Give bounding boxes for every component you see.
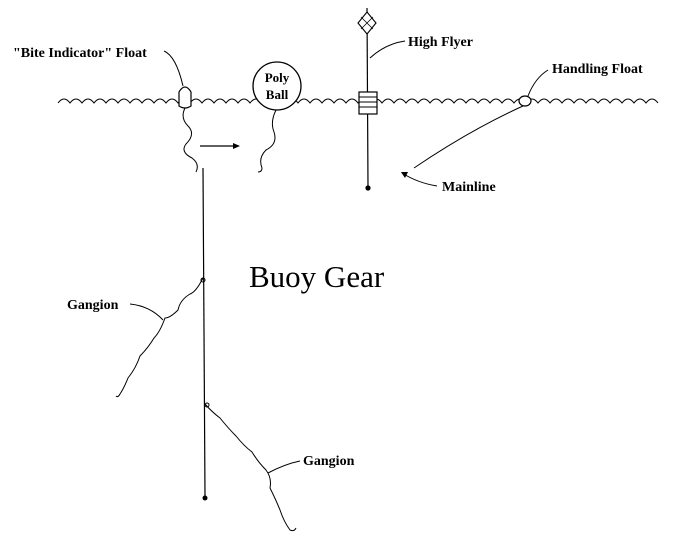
gangion-lower-snap [204, 402, 210, 408]
handling-float [518, 95, 532, 107]
high-flyer-label: High Flyer [408, 35, 473, 50]
poly-ball-label-line2: Ball [266, 87, 289, 102]
gangion-upper-label: Gangion [67, 298, 119, 313]
handling-float-pointer [527, 69, 549, 97]
high-flyer [357, 7, 378, 191]
gangion-lower-label: Gangion [303, 454, 355, 469]
bite-indicator-label: "Bite Indicator" Float [13, 46, 147, 61]
drift-arrow-icon [200, 143, 240, 149]
gangion-upper [115, 277, 204, 398]
handling-float-label: Handling Float [552, 62, 643, 77]
handling-float-line [413, 105, 524, 169]
water-surface [57, 98, 659, 104]
bite-indicator-pointer [163, 50, 184, 87]
mainline-weight [202, 495, 208, 501]
gangion-lower-pointer [267, 460, 301, 474]
high-flyer-pointer [369, 40, 406, 59]
poly-ball [252, 61, 302, 111]
diagram-title: Buoy Gear [249, 259, 385, 294]
gangion-upper-snap [200, 277, 206, 283]
mainline-pointer-arrowhead [401, 172, 408, 178]
poly-ball-leader [257, 109, 277, 173]
vertical-mainline [202, 167, 206, 497]
poly-ball-label-line1: Poly [265, 70, 290, 85]
mainline-label: Mainline [442, 180, 496, 195]
gangion-upper-pointer [129, 303, 164, 321]
bite-indicator-float [178, 86, 192, 109]
mainline-pointer [401, 172, 438, 187]
bite-indicator-leader [182, 107, 198, 173]
gangion-lower [204, 403, 297, 532]
